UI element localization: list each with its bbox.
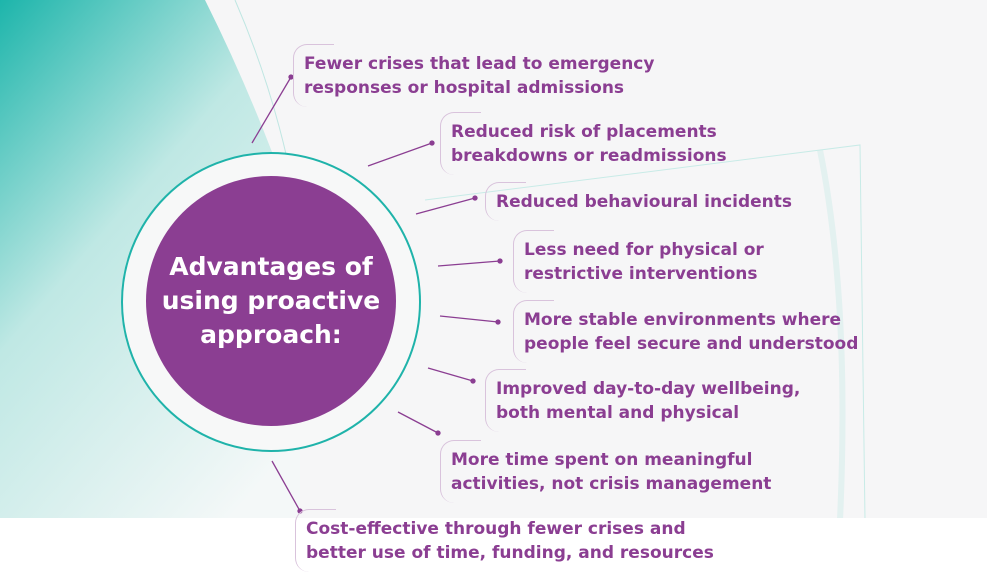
item-text: Reduced behavioural incidents — [496, 192, 793, 212]
item-text: Fewer crises that lead to emergency — [304, 54, 655, 74]
advantage-item-fewer-crises: Fewer crises that lead to emergency resp… — [292, 44, 655, 107]
advantage-item-behavioural-incidents: Reduced behavioural incidents — [484, 182, 793, 221]
item-text: both mental and physical — [496, 403, 740, 423]
item-text: More stable environments where — [524, 310, 842, 330]
item-text: Less need for physical or — [524, 240, 764, 260]
connector-lines — [251, 74, 503, 514]
advantage-item-wellbeing: Improved day-to-day wellbeing, both ment… — [484, 369, 801, 432]
advantage-item-less-restrictive: Less need for physical or restrictive in… — [513, 230, 764, 293]
item-text: breakdowns or readmissions — [451, 146, 727, 166]
item-text: people feel secure and understood — [524, 334, 859, 354]
advantage-item-meaningful-activities: More time spent on meaningful activities… — [439, 440, 772, 503]
center-circle — [146, 176, 396, 426]
item-text: Improved day-to-day wellbeing, — [496, 379, 801, 399]
center-title-line: Advantages of — [169, 252, 373, 281]
item-text: activities, not crisis management — [451, 474, 772, 494]
advantage-item-reduced-risk: Reduced risk of placements breakdowns or… — [440, 112, 727, 175]
item-text: better use of time, funding, and resourc… — [306, 543, 714, 563]
center-title-line: approach: — [200, 320, 342, 349]
item-text: More time spent on meaningful — [451, 450, 753, 470]
item-text: Cost-effective through fewer crises and — [306, 519, 686, 539]
item-text: restrictive interventions — [524, 264, 758, 284]
advantage-item-stable-environments: More stable environments where people fe… — [512, 300, 859, 363]
advantage-item-cost-effective: Cost-effective through fewer crises and … — [295, 509, 714, 572]
item-text: responses or hospital admissions — [304, 78, 625, 98]
center-title: Advantages of using proactive approach: — [146, 166, 396, 436]
center-title-line: using proactive — [161, 286, 381, 315]
item-text: Reduced risk of placements — [451, 122, 717, 142]
